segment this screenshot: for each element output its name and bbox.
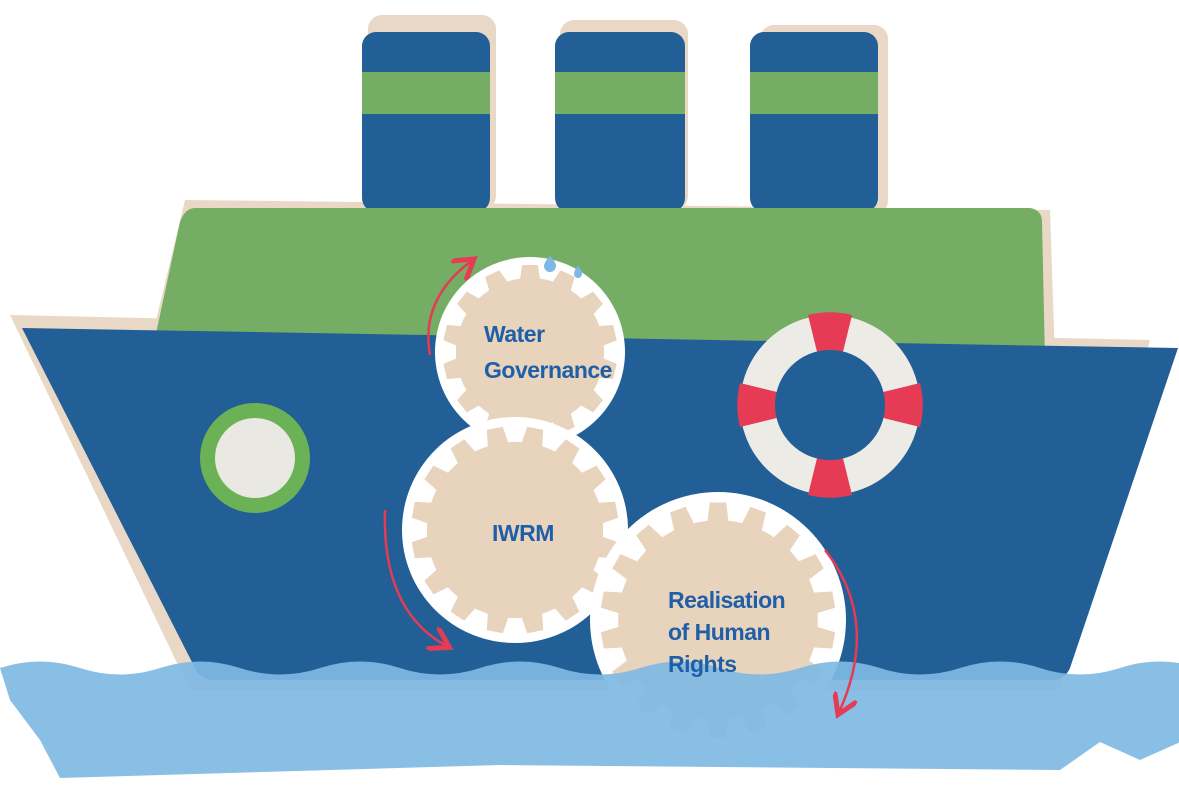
water-surface	[0, 661, 1179, 778]
funnel-middle-icon	[555, 32, 685, 212]
gear-teeth	[411, 426, 619, 634]
porthole-icon	[200, 403, 310, 513]
curved-arrow-icon-right	[824, 549, 859, 710]
gear-label-line: Water	[484, 321, 545, 347]
gear-label-line: IWRM	[492, 520, 554, 546]
gear-label-realisation: Realisation of Human Rights	[668, 587, 791, 677]
gear-teeth	[443, 265, 617, 439]
funnel-left-icon	[362, 32, 490, 212]
gear-labels: Water Governance IWRM Realisation of Hum…	[484, 321, 791, 677]
gear-label-line: of Human	[668, 619, 770, 645]
curved-arrow-icon-top	[427, 262, 470, 356]
gear-label-water-governance: Water Governance	[484, 321, 612, 383]
gear-icon-iwrm	[402, 417, 628, 643]
gear-icon-water-governance	[435, 257, 625, 447]
gear-label-iwrm: IWRM	[492, 520, 554, 546]
gear-label-line: Rights	[668, 651, 737, 677]
lifebuoy-icon	[737, 312, 923, 498]
funnel-right-icon	[750, 32, 878, 212]
water-droplet-icon	[544, 256, 582, 278]
gear-label-line: Governance	[484, 357, 612, 383]
gear-label-line: Realisation	[668, 587, 785, 613]
curved-arrow-icon-left	[383, 509, 445, 645]
